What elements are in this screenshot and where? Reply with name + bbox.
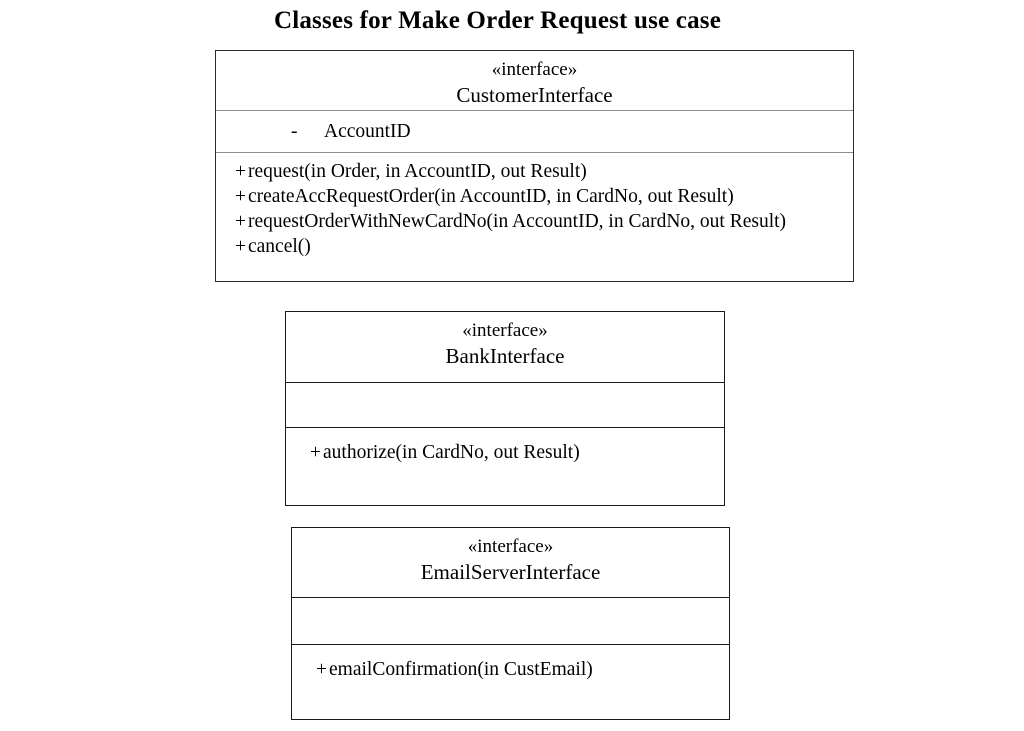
class-operations-emailserverinterface: +emailConfirmation(in CustEmail): [292, 644, 729, 718]
visibility-marker: +: [310, 442, 321, 463]
operation-row: +authorize(in CardNo, out Result): [310, 440, 724, 465]
operation-signature: createAccRequestOrder(in AccountID, in C…: [248, 186, 734, 207]
visibility-marker: +: [235, 236, 246, 257]
operations-list: +emailConfirmation(in CustEmail): [292, 645, 729, 682]
operation-signature: authorize(in CardNo, out Result): [323, 442, 580, 463]
visibility-marker: +: [235, 161, 246, 182]
class-operations-customerinterface: +request(in Order, in AccountID, out Res…: [216, 152, 853, 280]
operation-row: +requestOrderWithNewCardNo(in AccountID,…: [235, 209, 853, 234]
class-stereotype: «interface»: [467, 536, 554, 557]
operation-row: +request(in Order, in AccountID, out Res…: [235, 159, 853, 184]
class-attributes-bankinterface: [286, 382, 724, 427]
visibility-marker: +: [316, 659, 327, 680]
operation-signature: requestOrderWithNewCardNo(in AccountID, …: [248, 211, 787, 232]
operations-list: +authorize(in CardNo, out Result): [286, 428, 724, 465]
attribute-row: - AccountID: [216, 111, 853, 145]
class-header-emailserverinterface: «interface» EmailServerInterface: [292, 528, 729, 597]
class-header-bankinterface: «interface» BankInterface: [286, 312, 724, 382]
class-name: BankInterface: [445, 344, 565, 368]
class-stereotype: «interface»: [462, 320, 548, 341]
empty-attributes-compartment: [286, 383, 724, 427]
class-name: EmailServerInterface: [420, 560, 601, 584]
operation-row: +cancel(): [235, 234, 853, 259]
class-stereotype: «interface»: [491, 59, 578, 80]
class-name: CustomerInterface: [456, 83, 613, 107]
operation-signature: request(in Order, in AccountID, out Resu…: [248, 161, 587, 182]
class-header-customerinterface: «interface» CustomerInterface: [216, 51, 853, 110]
uml-class-customerinterface[interactable]: «interface» CustomerInterface - AccountID…: [215, 50, 854, 282]
attribute-name: AccountID: [324, 121, 411, 142]
operations-list: +request(in Order, in AccountID, out Res…: [216, 153, 853, 259]
uml-class-emailserverinterface[interactable]: «interface» EmailServerInterface +emailC…: [291, 527, 730, 720]
class-attributes-emailserverinterface: [292, 597, 729, 644]
visibility-marker: +: [235, 211, 246, 232]
class-attributes-customerinterface: - AccountID: [216, 110, 853, 152]
empty-attributes-compartment: [292, 598, 729, 644]
operation-row: +emailConfirmation(in CustEmail): [316, 657, 729, 682]
visibility-marker: +: [235, 186, 246, 207]
class-operations-bankinterface: +authorize(in CardNo, out Result): [286, 427, 724, 504]
visibility-marker: -: [291, 121, 298, 142]
diagram-title: Classes for Make Order Request use case: [273, 7, 722, 34]
operation-row: +createAccRequestOrder(in AccountID, in …: [235, 184, 853, 209]
uml-class-bankinterface[interactable]: «interface» BankInterface +authorize(in …: [285, 311, 725, 506]
operation-signature: emailConfirmation(in CustEmail): [329, 659, 593, 680]
operation-signature: cancel(): [248, 236, 311, 257]
